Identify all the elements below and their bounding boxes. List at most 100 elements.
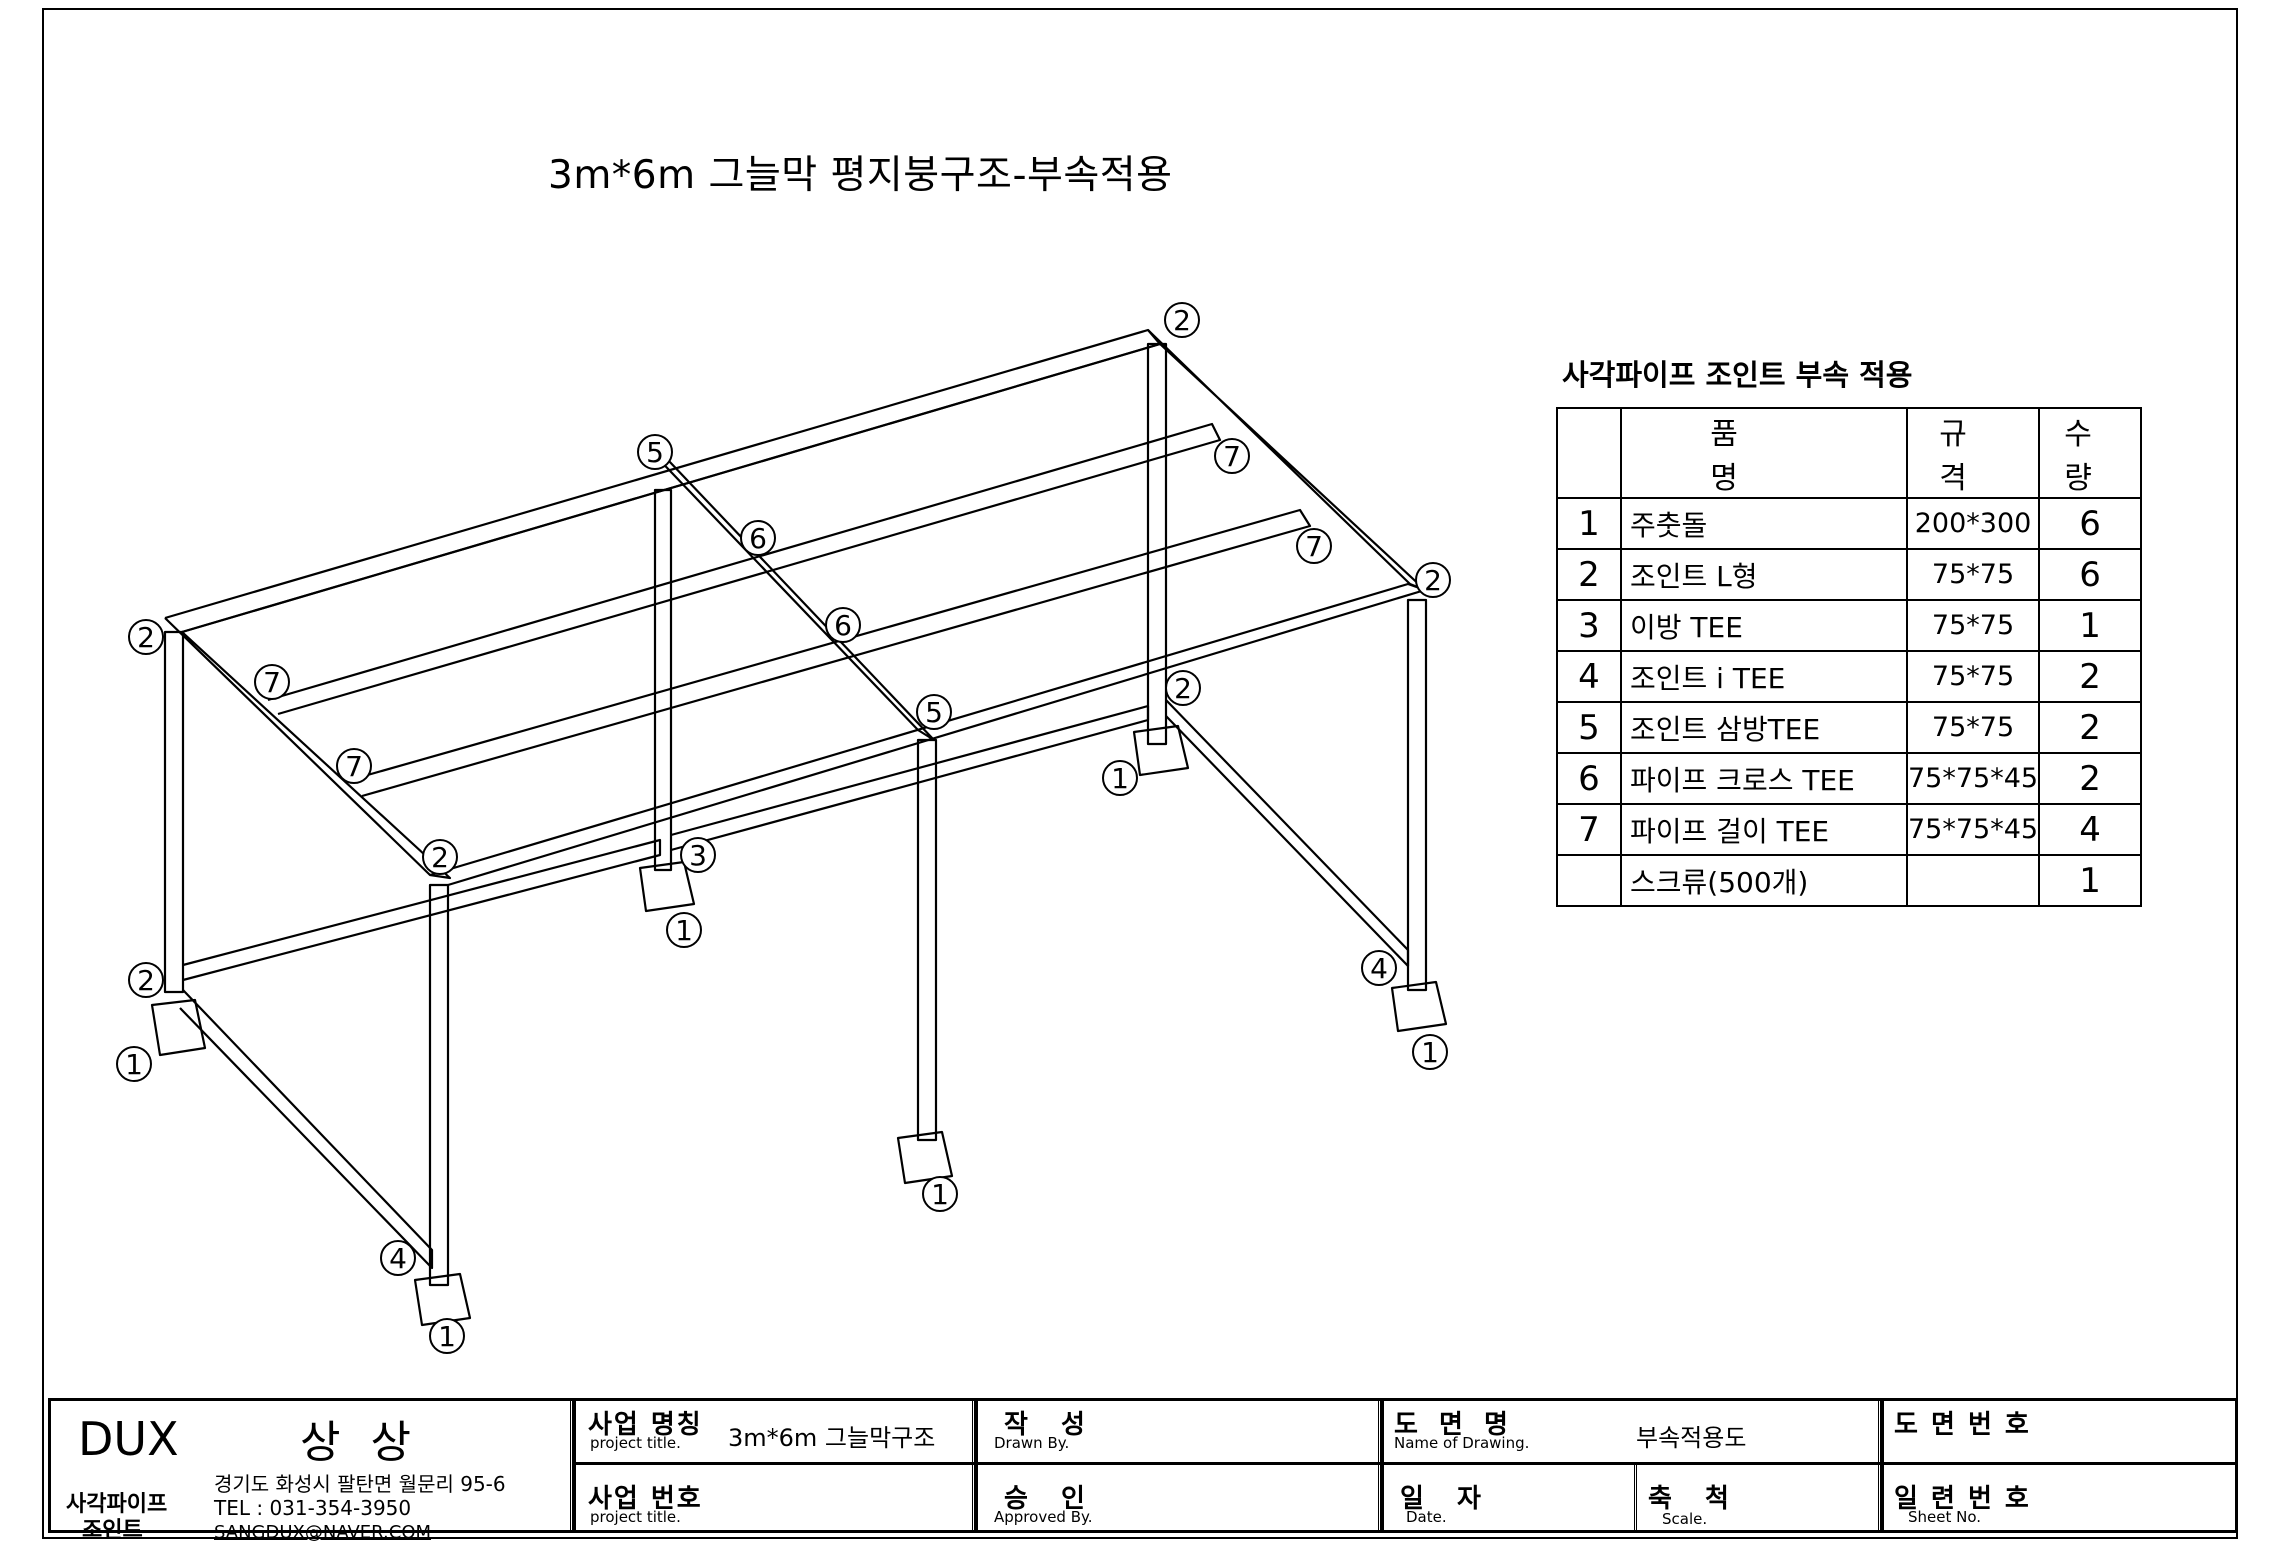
bom-no: 7 xyxy=(1556,803,1622,856)
bom-spec: 200*300 xyxy=(1905,497,2041,550)
svg-text:2: 2 xyxy=(1174,672,1192,705)
footing-blocks xyxy=(150,724,1448,1327)
scale-label: 축 척 xyxy=(1648,1484,1741,1514)
sheet-no-sub: Sheet No. xyxy=(1908,1508,1982,1526)
bom-no: 5 xyxy=(1556,701,1622,754)
bom-name: 주춧돌 xyxy=(1620,497,1908,550)
svg-text:7: 7 xyxy=(345,750,363,783)
svg-text:5: 5 xyxy=(646,436,664,469)
bom-name: 조인트 삼방TEE xyxy=(1620,701,1908,754)
drawing-name-value: 부속적용도 xyxy=(1636,1424,1747,1452)
callout-7-d: 7 xyxy=(336,748,372,784)
post-back-middle xyxy=(653,488,673,872)
svg-text:2: 2 xyxy=(137,621,155,654)
svg-text:6: 6 xyxy=(749,522,767,555)
title-block: DUX 상 상 사각파이프 조인트 경기도 화성시 팔탄면 월문리 95-6 T… xyxy=(42,1392,2238,1543)
approved-by-label: 승 인 xyxy=(1004,1484,1097,1514)
bom-no: 4 xyxy=(1556,650,1622,703)
post-back-left xyxy=(163,630,185,994)
company-name: DUX xyxy=(78,1412,179,1466)
bottom-right-beam xyxy=(1165,699,1410,968)
svg-text:7: 7 xyxy=(1305,530,1323,563)
sheet-border xyxy=(42,8,2238,1539)
callout-6-b: 6 xyxy=(825,607,861,643)
bom-no: 2 xyxy=(1556,548,1622,601)
svg-text:4: 4 xyxy=(389,1242,407,1275)
svg-text:1: 1 xyxy=(1111,762,1129,795)
callout-4-right: 4 xyxy=(1361,950,1397,986)
callout-1-back-right: 1 xyxy=(1102,760,1138,796)
callout-2-back-right-bottom: 2 xyxy=(1165,670,1201,706)
drawn-by-sub: Drawn By. xyxy=(994,1434,1070,1452)
bom-spec: 75*75*45 xyxy=(1905,803,2041,856)
callout-1-left: 1 xyxy=(116,1046,152,1082)
bom-qty: 1 xyxy=(2038,599,2143,652)
svg-text:4: 4 xyxy=(1370,952,1388,985)
post-front-right xyxy=(1406,598,1428,992)
callout-1-front-middle: 1 xyxy=(922,1176,958,1212)
bom-qty: 2 xyxy=(2038,650,2143,703)
bom-qty: 1 xyxy=(2038,854,2143,907)
callout-7-c: 7 xyxy=(254,664,290,700)
svg-text:5: 5 xyxy=(925,696,943,729)
title-block-divider xyxy=(972,1398,978,1533)
drawing-title: 3m*6m 그늘막 평지붕구조-부속적용 xyxy=(548,153,1173,198)
callout-5-front: 5 xyxy=(916,694,952,730)
bom-spec: 75*75 xyxy=(1905,650,2041,703)
bom-name: 이방 TEE xyxy=(1620,599,1908,652)
bom-heading: 사각파이프 조인트 부속 적용 xyxy=(1562,358,1913,392)
drawn-by-label: 작 성 xyxy=(1004,1410,1097,1440)
svg-text:7: 7 xyxy=(263,666,281,699)
title-block-divider xyxy=(1378,1398,1384,1533)
bom-spec: 75*75*45 xyxy=(1905,752,2041,805)
bom-header-name: 품 명 xyxy=(1620,407,1908,499)
date-sub: Date. xyxy=(1406,1508,1447,1526)
sheet-no-label: 일 련 번 호 xyxy=(1894,1484,2031,1514)
purlin-1 xyxy=(267,422,1222,716)
bom-header-row: 품 명 규 격 수 량 xyxy=(1556,407,2143,499)
scale-sub: Scale. xyxy=(1662,1510,1708,1528)
company-email: SANGDUX@NAVER.COM xyxy=(214,1522,432,1543)
project-no-label: 사업 번호 xyxy=(588,1484,703,1514)
brand-name: 상 상 xyxy=(300,1417,419,1468)
bom-no: 3 xyxy=(1556,599,1622,652)
svg-text:3: 3 xyxy=(689,839,707,872)
callout-4-left: 4 xyxy=(380,1240,416,1276)
bottom-left-beam xyxy=(179,989,434,1270)
svg-text:2: 2 xyxy=(1173,304,1191,337)
post-front-left xyxy=(428,883,450,1287)
bom-name: 스크류(500개) xyxy=(1620,854,1908,907)
svg-text:1: 1 xyxy=(438,1320,456,1353)
project-title-value: 3m*6m 그늘막구조 xyxy=(728,1424,936,1452)
svg-text:1: 1 xyxy=(931,1178,949,1211)
callout-7-a: 7 xyxy=(1214,438,1250,474)
drawing-no-label: 도 면 번 호 xyxy=(1894,1410,2031,1440)
callout-2-right: 2 xyxy=(1415,562,1451,598)
company-address: 경기도 화성시 팔탄면 월문리 95-6 xyxy=(214,1472,506,1496)
bom-qty: 4 xyxy=(2038,803,2143,856)
bom-spec: 75*75 xyxy=(1905,548,2041,601)
callout-1-back-middle: 1 xyxy=(666,912,702,948)
title-block-divider xyxy=(570,1398,576,1533)
bom-qty: 2 xyxy=(2038,701,2143,754)
post-back-right xyxy=(1146,342,1168,746)
svg-text:1: 1 xyxy=(675,914,693,947)
callout-2-left: 2 xyxy=(128,619,164,655)
bom-header-spec: 규 격 xyxy=(1905,407,2041,499)
drawing-name-label: 도 면 명 xyxy=(1394,1410,1514,1440)
date-label: 일 자 xyxy=(1400,1484,1493,1514)
product-line-1: 사각파이프 xyxy=(66,1492,168,1517)
bom-header-no xyxy=(1556,407,1622,499)
callout-1-right: 1 xyxy=(1412,1034,1448,1070)
callout-1-front-left: 1 xyxy=(429,1318,465,1354)
company-tel: TEL : 031-354-3950 xyxy=(214,1496,412,1520)
project-title-sub: project title. xyxy=(590,1434,681,1452)
top-back-beam xyxy=(164,328,1162,634)
project-title-label: 사업 명칭 xyxy=(588,1410,703,1440)
